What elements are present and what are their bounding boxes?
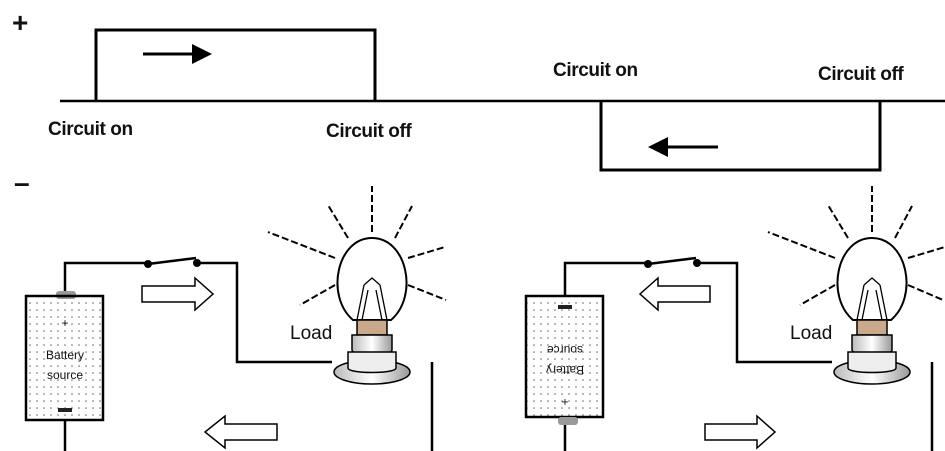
- right-battery-plus: +: [561, 395, 568, 409]
- right-current-arrow-right-icon: [704, 414, 777, 450]
- left-circuit-on-label: Circuit on: [48, 119, 133, 140]
- right-battery: + Battery source: [524, 294, 605, 425]
- left-switch: [144, 256, 201, 268]
- right-circuit-wires: [563, 261, 934, 451]
- right-load-label: Load: [790, 323, 832, 344]
- left-battery-text-2: source: [47, 368, 83, 382]
- left-load-label: Load: [290, 323, 332, 344]
- right-current-arrow-left-icon: [638, 276, 711, 312]
- left-battery: + Battery source: [24, 291, 105, 422]
- positive-pulse: [94, 28, 377, 101]
- right-bulb-icon: [767, 186, 945, 385]
- left-battery-plus: +: [61, 316, 68, 330]
- left-circuit-off-label: Circuit off: [326, 121, 412, 142]
- left-current-arrow-right-icon: [141, 276, 215, 312]
- left-circuit-wires: [63, 261, 434, 451]
- right-battery-text-2: source: [547, 343, 583, 357]
- negative-sign: –: [14, 167, 30, 198]
- right-circuit-off-label: Circuit off: [818, 64, 904, 85]
- right-circuit-on-label: Circuit on: [553, 60, 638, 81]
- left-current-arrow-left-icon: [203, 414, 278, 450]
- polarity-waveform: + – Circuit on Circuit off Circuit on Ci…: [12, 7, 945, 198]
- left-circuit: + Battery source: [24, 186, 447, 451]
- right-arrow-icon: [143, 44, 212, 64]
- left-battery-text-1: Battery: [46, 348, 84, 362]
- negative-pulse: [599, 101, 882, 172]
- positive-sign: +: [12, 7, 28, 38]
- left-arrow-icon: [648, 137, 718, 157]
- right-switch: [644, 256, 701, 268]
- right-circuit: + Battery source: [524, 186, 945, 451]
- left-bulb-icon: [267, 186, 447, 385]
- right-battery-text-1: Battery: [546, 363, 584, 377]
